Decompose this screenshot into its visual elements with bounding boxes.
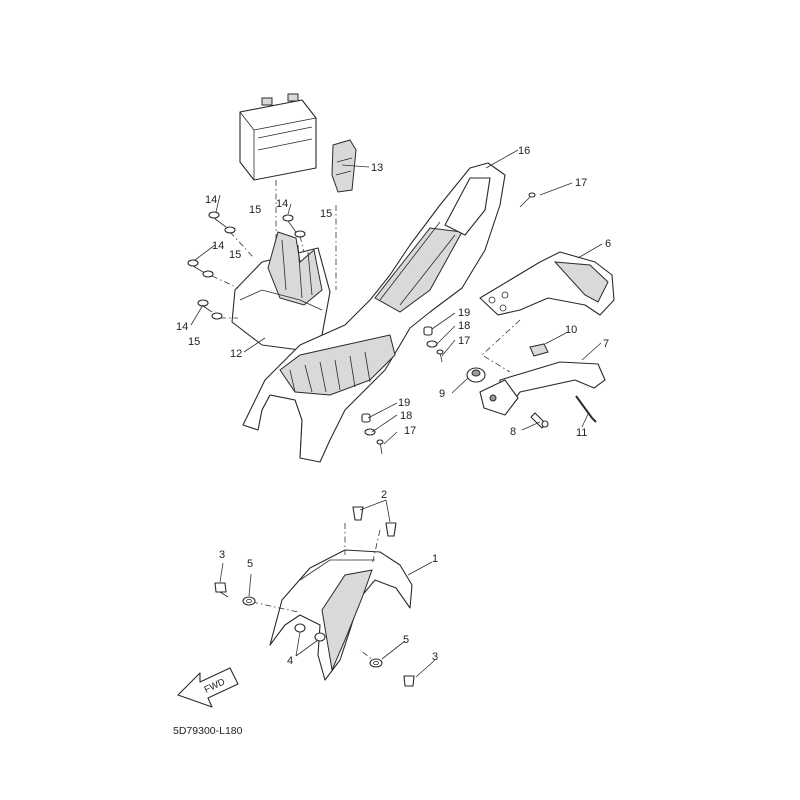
bolts-and-washers-left [187, 211, 306, 320]
bolt-8 [530, 412, 549, 429]
grab-bracket [479, 251, 615, 316]
callout-14: 14 [276, 198, 288, 210]
callout-16: 16 [518, 145, 530, 157]
callout-3: 3 [219, 549, 225, 561]
cable-band [575, 395, 597, 423]
leader-lines [190, 149, 603, 678]
callout-6: 6 [605, 238, 611, 250]
callout-7: 7 [603, 338, 609, 350]
callout-15: 15 [320, 208, 332, 220]
bracket-guide-line [481, 319, 521, 373]
callout-1: 1 [432, 553, 438, 565]
rear-fender [242, 162, 506, 463]
battery-strap [331, 139, 357, 193]
callout-8: 8 [510, 426, 516, 438]
callout-5: 5 [403, 634, 409, 646]
hardware-lower-left [361, 413, 384, 455]
callout-18: 18 [458, 320, 470, 332]
callout-18: 18 [400, 410, 412, 422]
callout-17: 17 [575, 177, 587, 189]
fender-guide-lines [251, 523, 381, 665]
battery-box [231, 231, 331, 351]
callout-15: 15 [249, 204, 261, 216]
callout-19: 19 [458, 307, 470, 319]
hardware-guide-lines [211, 231, 305, 319]
callout-9: 9 [439, 388, 445, 400]
callout-2: 2 [381, 489, 387, 501]
callout-4: 4 [287, 655, 293, 667]
callout-19: 19 [398, 397, 410, 409]
battery [239, 93, 317, 181]
callout-14: 14 [205, 194, 217, 206]
stay [479, 361, 606, 416]
callout-17: 17 [404, 425, 416, 437]
front-fender-hardware [214, 506, 415, 687]
rubber-pad [529, 343, 549, 357]
callout-12: 12 [230, 348, 242, 360]
damper [466, 367, 486, 383]
callout-13: 13 [371, 162, 383, 174]
diagram-code: 5D79300-L180 [173, 725, 243, 737]
callout-15: 15 [188, 336, 200, 348]
callout-14: 14 [212, 240, 224, 252]
callout-15: 15 [229, 249, 241, 261]
callout-labels: 13 16 17 6 14 15 14 15 14 15 14 15 12 19… [176, 145, 611, 667]
fwd-arrow-icon: FWD [177, 667, 239, 708]
callout-3: 3 [432, 651, 438, 663]
callout-10: 10 [565, 324, 577, 336]
callout-14: 14 [176, 321, 188, 333]
callout-11: 11 [576, 427, 587, 439]
callout-17: 17 [458, 335, 470, 347]
callout-5: 5 [247, 558, 253, 570]
hardware-upper-right [423, 192, 536, 363]
